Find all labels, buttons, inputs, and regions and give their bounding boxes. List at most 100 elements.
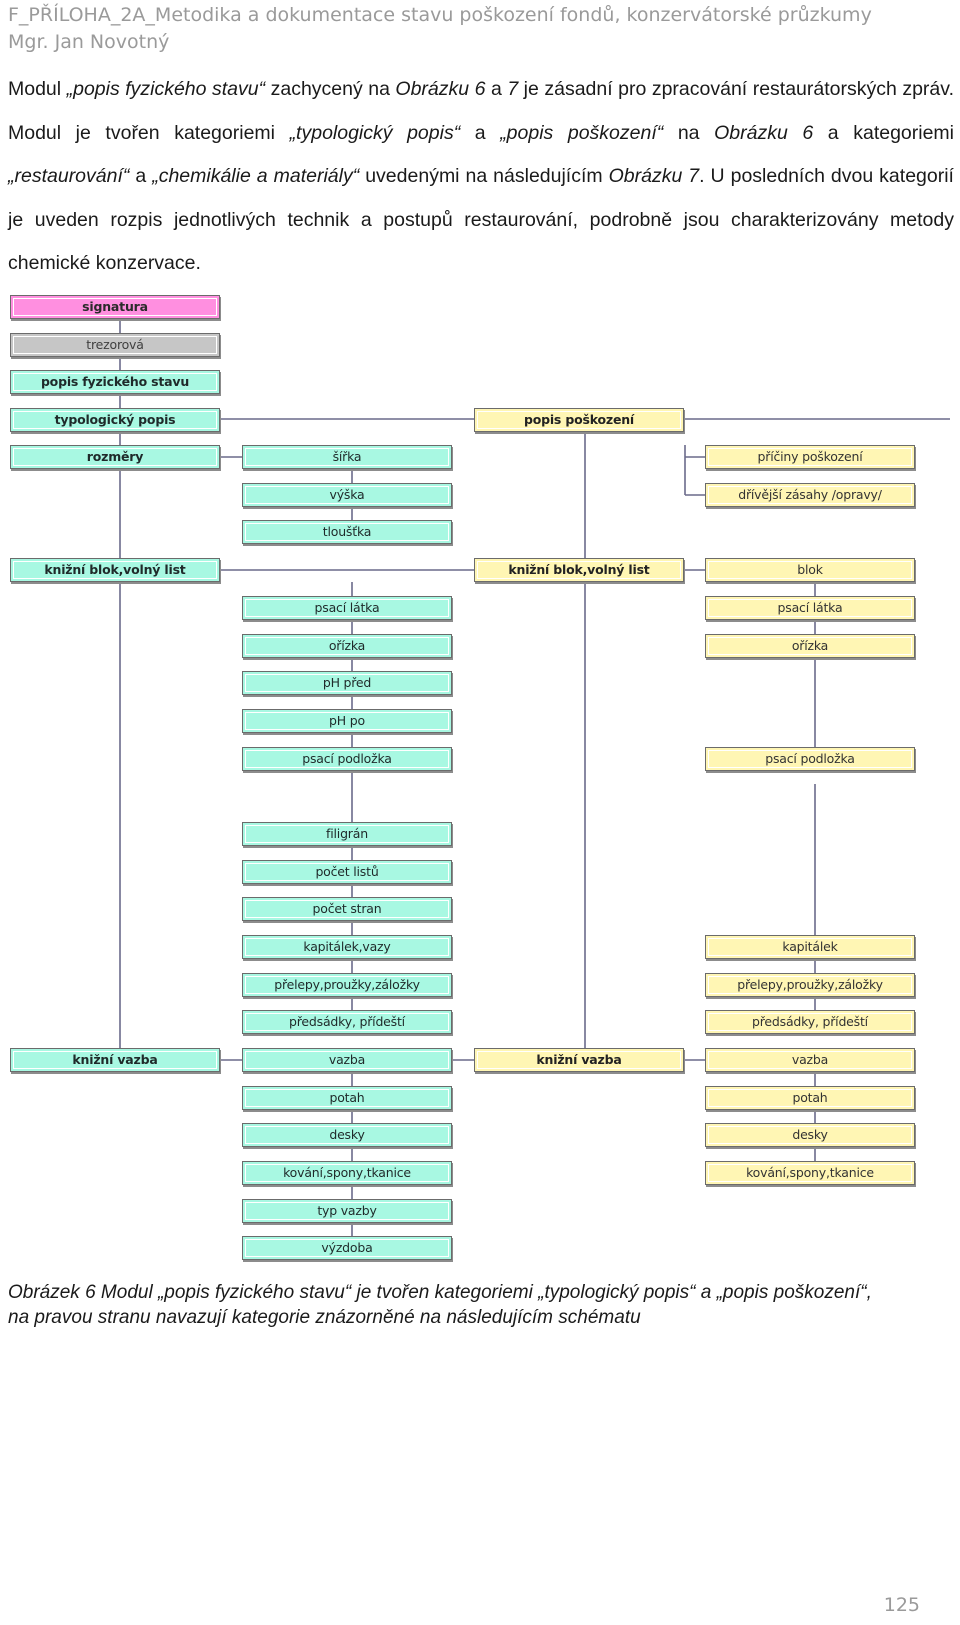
- box-orizka: ořízka: [242, 634, 452, 658]
- box-label: vazba: [328, 1051, 366, 1067]
- box-label: trezorová: [86, 336, 144, 352]
- box-label: pH po: [329, 712, 365, 728]
- box-vyska: výška: [242, 483, 452, 507]
- box-r-vazba: vazba: [705, 1048, 915, 1072]
- box-label: knižní blok,volný list: [508, 561, 650, 577]
- box-label: vazba: [791, 1051, 829, 1067]
- box-label: předsádky, přídeští: [289, 1013, 405, 1029]
- header-author: Mgr. Jan Novotný: [8, 31, 170, 53]
- intro-text: a: [460, 121, 501, 144]
- caption-line-1: Obrázek 6 Modul „popis fyzického stavu“ …: [8, 1282, 872, 1303]
- intro-figure-ref: Obrázku 7: [608, 165, 700, 187]
- box-rozmery: rozměry: [10, 445, 220, 469]
- box-label: přelepy,proužky,záložky: [274, 976, 420, 992]
- box-r-desky: desky: [705, 1123, 915, 1147]
- box-trezorova: trezorová: [10, 333, 220, 357]
- box-label: psací látka: [777, 599, 843, 615]
- box-r-psaci-latka: psací látka: [705, 596, 915, 620]
- box-label: psací látka: [314, 599, 380, 615]
- box-typologicky-popis: typologický popis: [10, 408, 220, 432]
- box-pocet-listu: počet listů: [242, 860, 452, 884]
- box-kovani: kování,spony,tkanice: [242, 1161, 452, 1185]
- box-ph-po: pH po: [242, 709, 452, 733]
- intro-figure-ref: 7: [507, 78, 519, 100]
- box-potah: potah: [242, 1086, 452, 1110]
- box-label: pH před: [322, 674, 372, 690]
- box-kapitalek-vazy: kapitálek,vazy: [242, 935, 452, 959]
- box-label: počet listů: [315, 863, 379, 879]
- box-label: signatura: [82, 298, 148, 314]
- box-label: příčiny poškození: [757, 448, 863, 464]
- intro-emphasis: „chemikálie a materiály“: [152, 165, 360, 187]
- intro-figure-ref: Obrázku 6: [395, 78, 486, 100]
- box-typ-vazby: typ vazby: [242, 1199, 452, 1223]
- box-prelepy: přelepy,proužky,záložky: [242, 973, 452, 997]
- intro-emphasis: „restaurování“: [8, 165, 130, 187]
- box-label: filigrán: [326, 825, 368, 841]
- intro-text: a kategoriemi: [813, 121, 955, 144]
- box-label: předsádky, přídeští: [752, 1013, 868, 1029]
- box-drivejsi-zasahy: dřívější zásahy /opravy/: [705, 483, 915, 507]
- box-vyzdoba: výzdoba: [242, 1236, 452, 1260]
- box-label: psací podložka: [765, 750, 855, 766]
- box-label: kování,spony,tkanice: [283, 1164, 411, 1180]
- box-label: šířka: [332, 448, 362, 464]
- box-label: desky: [329, 1126, 365, 1142]
- box-knizni-blok: knižní blok,volný list: [10, 558, 220, 582]
- intro-paragraph: Modul „popis fyzického stavu“ zachycený …: [8, 68, 954, 286]
- box-label: blok: [797, 561, 823, 577]
- box-predsadky: předsádky, přídeští: [242, 1010, 452, 1034]
- intro-figure-ref: Obrázku 6: [714, 121, 814, 144]
- box-label: knižní vazba: [72, 1051, 158, 1067]
- header-title: F_PŘÍLOHA_2A_Metodika a dokumentace stav…: [8, 4, 872, 26]
- box-label: výzdoba: [321, 1239, 373, 1255]
- box-poskozeni-knizni-blok: knižní blok,volný list: [474, 558, 684, 582]
- box-label: kapitálek,vazy: [303, 938, 391, 954]
- box-psaci-podlozka: psací podložka: [242, 747, 452, 771]
- box-label: počet stran: [312, 900, 382, 916]
- box-popis-fyzickeho-stavu: popis fyzického stavu: [10, 370, 220, 394]
- box-filigran: filigrán: [242, 822, 452, 846]
- box-label: přelepy,proužky,záložky: [737, 976, 883, 992]
- box-r-orizka: ořízka: [705, 634, 915, 658]
- box-label: ořízka: [791, 637, 829, 653]
- box-r-blok: blok: [705, 558, 915, 582]
- box-label: tloušťka: [322, 523, 372, 539]
- intro-text: uvedenými na následujícím: [359, 165, 609, 187]
- box-desky: desky: [242, 1123, 452, 1147]
- box-r-predsadky: předsádky, přídeští: [705, 1010, 915, 1034]
- box-tloustka: tloušťka: [242, 520, 452, 544]
- box-label: ořízka: [328, 637, 366, 653]
- figure-caption: Obrázek 6 Modul „popis fyzického stavu“ …: [8, 1280, 954, 1330]
- box-label: knižní vazba: [536, 1051, 622, 1067]
- box-label: potah: [329, 1089, 365, 1105]
- intro-text: a: [485, 78, 508, 100]
- box-r-kovani: kování,spony,tkanice: [705, 1161, 915, 1185]
- intro-text: Modul: [8, 78, 67, 100]
- box-sirka: šířka: [242, 445, 452, 469]
- box-r-kapitalek: kapitálek: [705, 935, 915, 959]
- box-r-psaci-podlozka: psací podložka: [705, 747, 915, 771]
- box-knizni-vazba: knižní vazba: [10, 1048, 220, 1072]
- intro-emphasis: „popis fyzického stavu“: [66, 78, 266, 100]
- box-vazba: vazba: [242, 1048, 452, 1072]
- box-psaci-latka: psací látka: [242, 596, 452, 620]
- box-label: dřívější zásahy /opravy/: [738, 486, 882, 502]
- box-signatura: signatura: [10, 295, 220, 319]
- box-priciny-poskozeni: příčiny poškození: [705, 445, 915, 469]
- box-label: popis poškození: [523, 411, 635, 427]
- caption-line-2: na pravou stranu navazují kategorie znáz…: [8, 1307, 641, 1328]
- box-label: potah: [792, 1089, 828, 1105]
- intro-text: je zásadní pro zpracování restaurátorský…: [8, 78, 954, 144]
- document-header: F_PŘÍLOHA_2A_Metodika a dokumentace stav…: [8, 2, 872, 56]
- box-label: kapitálek: [782, 938, 838, 954]
- box-label: kování,spony,tkanice: [746, 1164, 874, 1180]
- intro-text: . U posledních dvou kategorií je uveden …: [8, 165, 954, 274]
- page-number: 125: [883, 1594, 920, 1616]
- box-pocet-stran: počet stran: [242, 897, 452, 921]
- box-poskozeni-knizni-vazba: knižní vazba: [474, 1048, 684, 1072]
- intro-text: a: [129, 165, 153, 187]
- intro-emphasis: „typologický popis“: [289, 121, 461, 144]
- box-label: typ vazby: [317, 1202, 377, 1218]
- diagram-connectors: [119, 318, 950, 1248]
